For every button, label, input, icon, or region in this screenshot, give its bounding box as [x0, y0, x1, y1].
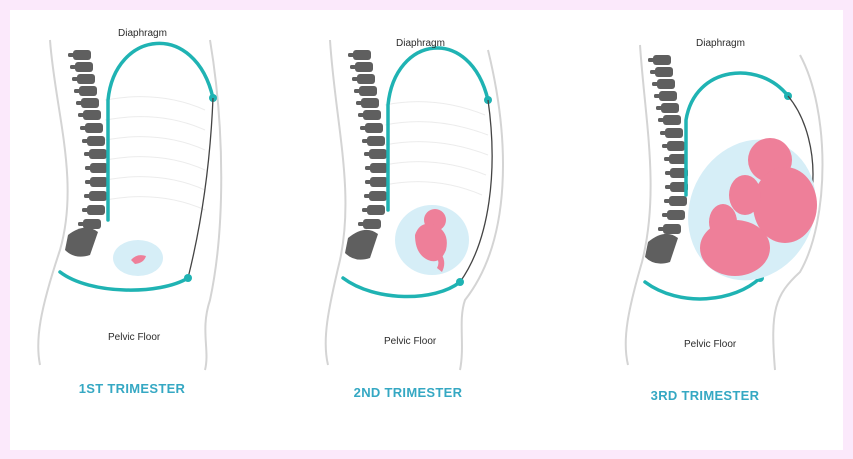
spine: [645, 55, 688, 264]
pregnancy-diagram: Diaphragm Pelvic Floor 1ST TRIMESTER: [10, 10, 843, 450]
spine: [65, 50, 108, 257]
panel-1st-trimester: Diaphragm Pelvic Floor 1ST TRIMESTER: [38, 28, 221, 396]
diaphragm-label: Diaphragm: [118, 28, 167, 39]
pelvic-floor-label: Pelvic Floor: [108, 332, 161, 343]
front-outline: [460, 50, 503, 370]
pelvic-floor-muscle: [645, 278, 760, 299]
pelvic-floor-label: Pelvic Floor: [684, 339, 737, 350]
diaphragm-muscle: [388, 48, 488, 210]
pelvic-anchor: [456, 278, 464, 286]
rib-lines: [385, 102, 488, 195]
back-outline: [38, 40, 67, 365]
diaphragm-label: Diaphragm: [396, 38, 445, 49]
pelvic-floor-muscle: [60, 272, 188, 290]
front-outline: [205, 40, 221, 370]
back-outline: [626, 45, 651, 365]
trimester-title: 3RD TRIMESTER: [651, 388, 760, 403]
diaphragm-muscle: [108, 43, 213, 220]
diagram-svg: Diaphragm Pelvic Floor 1ST TRIMESTER: [10, 10, 843, 450]
panel-3rd-trimester: Diaphragm Pelvic Floor 3RD TRIMESTER: [626, 38, 839, 403]
spine: [345, 50, 388, 260]
pelvic-floor-muscle: [343, 278, 460, 297]
trimester-title: 2ND TRIMESTER: [354, 385, 463, 400]
trimester-title: 1ST TRIMESTER: [79, 381, 186, 396]
diaphragm-label: Diaphragm: [696, 38, 745, 49]
panel-2nd-trimester: Diaphragm Pelvic Floor 2ND TRIMESTER: [326, 38, 503, 400]
back-outline: [326, 40, 346, 365]
rib-lines: [105, 97, 205, 210]
pelvic-floor-label: Pelvic Floor: [384, 336, 437, 347]
pelvic-anchor: [184, 274, 192, 282]
